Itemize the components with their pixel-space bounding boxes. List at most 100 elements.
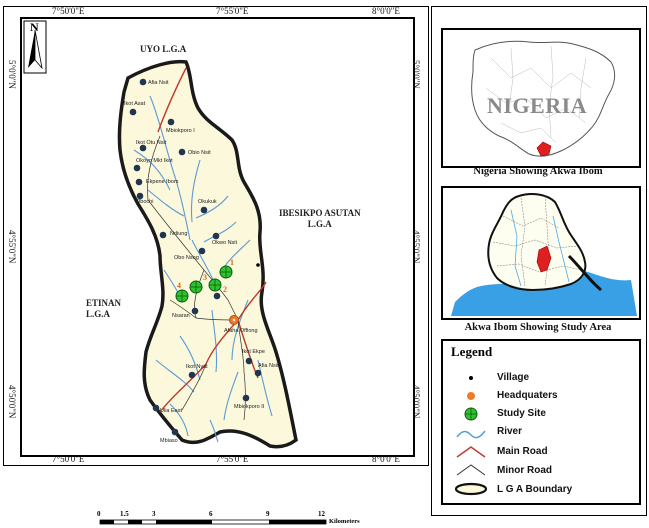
region-ibesikpo-line1: IBESIKPO ASUTAN — [279, 208, 361, 218]
rivers — [133, 95, 273, 443]
right-panel-frame — [431, 6, 647, 516]
village-dot — [212, 232, 220, 240]
minor-road-icon — [456, 464, 486, 476]
scale-tick-4: 9 — [266, 510, 270, 518]
nigeria-map-label: NIGERIA — [487, 93, 588, 118]
village-dot — [139, 144, 147, 152]
village-dot — [159, 231, 167, 239]
bottom-coord-2: 7°55'0"E — [216, 454, 249, 464]
headquarters-label: Afaha Offiong — [224, 328, 258, 334]
village-dot — [139, 78, 147, 86]
scale-tick-2: 3 — [152, 510, 156, 518]
study-site-2 — [208, 278, 222, 292]
right-coord-1: 5°0'0"N — [411, 60, 421, 89]
village-label: Okoyo Mkt Ikot — [136, 158, 173, 164]
scale-tick-1: 1.5 — [120, 510, 129, 518]
main-map-inner-frame — [20, 17, 415, 457]
village-label: Ulia East — [160, 408, 183, 414]
headquarters-icon — [467, 392, 475, 400]
region-label-ibesikpo: IBESIKPO ASUTAN L.G.A — [279, 208, 361, 230]
top-coord-1: 7°50'0"E — [52, 6, 85, 16]
village-label: Mbiaso — [160, 438, 178, 444]
study-site-1 — [219, 265, 233, 279]
village-label: Obo Nsog — [174, 255, 199, 261]
lga-boundary-icon — [454, 482, 488, 496]
top-coord-3: 8°0'0"E — [372, 6, 400, 16]
village-dot — [178, 148, 186, 156]
village-dot — [245, 357, 253, 365]
nigeria-inset-caption: Nigeria Showing Akwa Ibom — [473, 166, 603, 177]
village-label: Okwo Nsit — [212, 240, 238, 246]
village-label: Ikot Otu Nsit — [136, 140, 167, 146]
village-label: Obio Nsit — [188, 150, 211, 156]
right-coord-2: 4°55'0"N — [411, 230, 421, 264]
region-label-uyo: UYO L.G.A — [140, 44, 187, 54]
headquarters-icon — [229, 315, 239, 325]
scale-tick-5: 12 — [318, 510, 325, 518]
village-label: Ekpene Ibom — [146, 179, 179, 185]
nigeria-outline — [471, 40, 616, 157]
study-site-number-4: 4 — [177, 281, 181, 290]
region-ibesikpo-line2: L.G.A — [307, 219, 332, 229]
study-site-3 — [189, 280, 203, 294]
legend-label-main-road: Main Road — [497, 446, 548, 457]
village-label: Afia Nsit — [148, 80, 169, 86]
lga-boundary — [117, 59, 298, 449]
akwa-ibom-outline — [487, 193, 587, 292]
village-dot — [133, 164, 141, 172]
region-label-etinan: ETINAN L.G.A — [86, 298, 121, 320]
study-area-highlight — [536, 245, 552, 273]
study-site-number-3: 3 — [203, 273, 207, 282]
legend-box — [441, 339, 641, 505]
village-dots — [129, 78, 262, 436]
akwa-ibom-highlight — [536, 141, 552, 157]
legend-label-river: River — [497, 426, 523, 437]
village-dot — [171, 428, 179, 436]
legend-label-headquarters: Headquaters — [497, 390, 558, 401]
legend-title: Legend — [451, 344, 493, 359]
nigeria-inset-svg — [471, 40, 616, 157]
right-coord-3: 4°50'0"N — [411, 385, 421, 419]
akwa-ibom-inset-caption: Akwa Ibom Showing Study Area — [464, 322, 612, 333]
main-map-frame — [3, 6, 429, 466]
region-etinan-line1: ETINAN — [86, 298, 122, 308]
north-label: N — [30, 20, 39, 34]
village-dot — [129, 108, 137, 116]
akwa-ibom-inset-svg — [451, 193, 637, 316]
village-dot — [198, 247, 206, 255]
village-dot — [242, 394, 250, 402]
study-site-icon — [464, 407, 478, 421]
village-label: Ikot Nyat — [186, 364, 208, 370]
scale-tick-0: 0 — [97, 510, 101, 518]
village-label: Mbiokporo I — [166, 128, 195, 134]
legend-symbols-svg — [454, 376, 488, 496]
village-dot — [136, 192, 144, 200]
legend-label-study-site: Study Site — [497, 408, 546, 419]
river-line-icon — [456, 430, 486, 439]
study-site-4 — [175, 289, 189, 303]
village-icon — [256, 263, 260, 267]
village-dot — [213, 292, 221, 300]
scale-unit: Kilometers — [329, 518, 360, 525]
village-label: Okukuk — [198, 199, 217, 205]
left-coord-1: 5°0'0"N — [7, 60, 17, 89]
village-label: Obochi — [136, 199, 154, 205]
left-coord-2: 4°55'0"N — [7, 230, 17, 264]
north-arrow-icon — [23, 20, 47, 74]
village-label: Nsaran — [172, 313, 190, 319]
village-dot — [254, 369, 262, 377]
legend-label-village: Village — [497, 372, 530, 383]
study-site-number-2: 2 — [223, 285, 227, 294]
region-etinan-line2: L.G.A — [86, 309, 111, 319]
village-dot — [191, 307, 199, 315]
study-site-number-1: 1 — [230, 258, 234, 267]
village-dot — [135, 178, 143, 186]
legend-label-lga-boundary: L G A Boundary — [497, 484, 573, 495]
village-dot — [152, 404, 160, 412]
village-dot — [188, 371, 196, 379]
village-label: Ikot Asat — [124, 101, 146, 107]
main-map-svg — [23, 20, 327, 525]
bottom-coord-1: 7°50'0"E — [52, 454, 85, 464]
left-coord-3: 4°50'0"N — [7, 385, 17, 419]
scale-bar — [99, 519, 327, 525]
